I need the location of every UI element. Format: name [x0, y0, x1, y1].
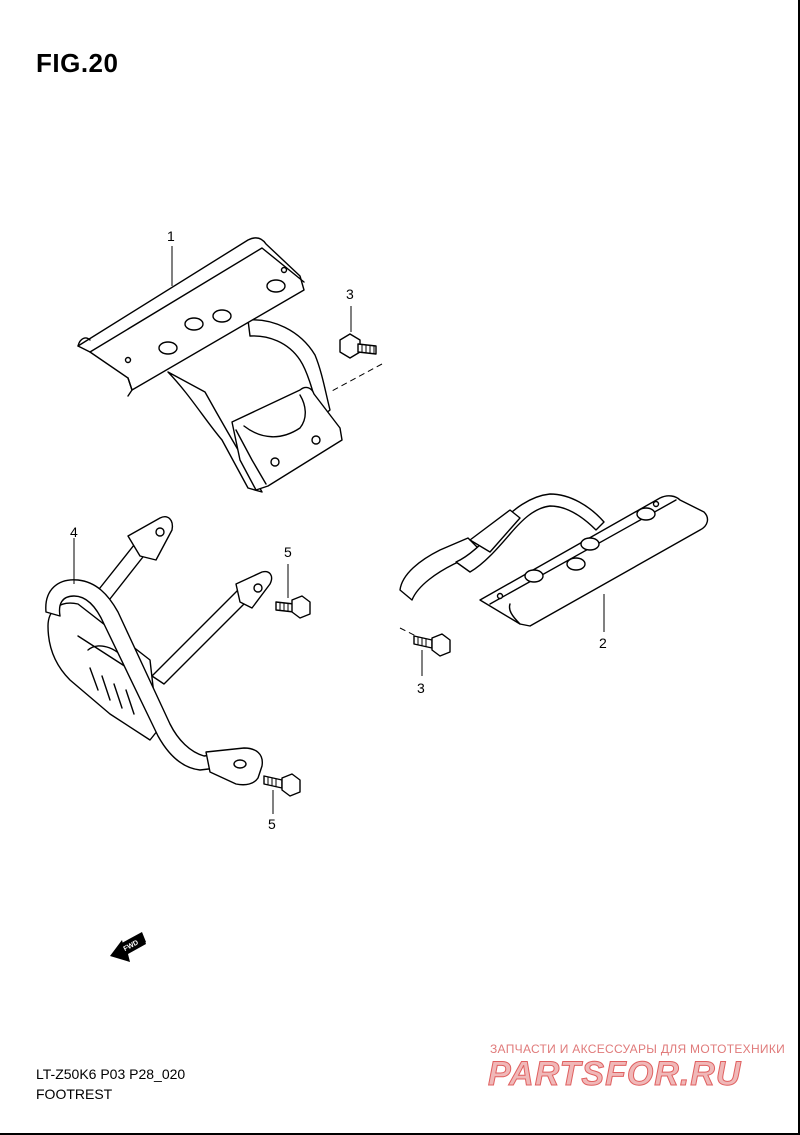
part-1-footrest-bracket — [77, 237, 343, 493]
callout-part-2: 2 — [599, 635, 607, 651]
watermark-tagline: ЗАПЧАСТИ И АКСЕССУАРЫ ДЛЯ МОТОТЕХНИКИ — [490, 1042, 786, 1056]
model-code: LT-Z50K6 P03 P28_020 — [36, 1066, 186, 1082]
callout-part-3-top: 3 — [346, 286, 354, 302]
part-4-footrest-guard — [45, 516, 273, 786]
part-3-bolt-top — [329, 306, 383, 393]
callout-part-5-top: 5 — [284, 544, 292, 560]
callout-part-1: 1 — [167, 228, 175, 244]
part-5-bolt-top — [275, 564, 311, 619]
callout-part-5-bottom: 5 — [268, 816, 276, 832]
part-5-bolt-bottom — [263, 773, 301, 814]
fwd-arrow-icon: FWD — [110, 932, 146, 962]
section-name: FOOTREST — [36, 1086, 113, 1102]
part-3-bolt-bottom — [399, 627, 451, 676]
callout-part-3-bottom: 3 — [417, 680, 425, 696]
watermark-logo: PARTSFOR.RU — [487, 1055, 742, 1094]
callout-part-4: 4 — [70, 524, 78, 540]
part-2-footrest-bracket — [399, 493, 709, 632]
figure-title: FIG.20 — [36, 48, 119, 78]
